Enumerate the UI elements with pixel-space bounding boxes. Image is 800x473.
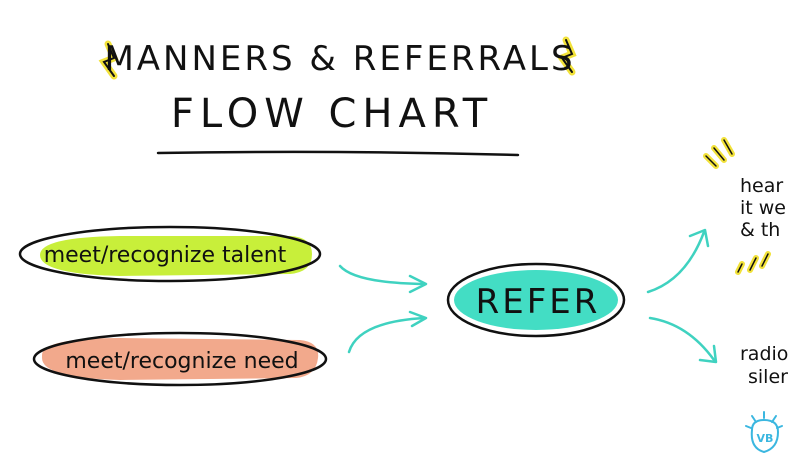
input-node-talent: meet/recognize talent (18, 225, 322, 283)
outcome-top-line-2: it we (740, 197, 786, 219)
refer-outline (446, 262, 626, 338)
need-highlight (42, 338, 319, 380)
outcome-bottom: radio siler (740, 343, 788, 388)
outcome-emphasis-bottom-ink (737, 253, 769, 273)
outcome-emphasis-top-ink (705, 139, 733, 167)
title-accent-right-ink (560, 39, 574, 73)
vb-logo: VB (745, 411, 783, 454)
talent-highlight (40, 236, 312, 276)
chart-title: MANNERS & REFERRALS (104, 39, 575, 79)
arrow-need-to-refer (347, 310, 428, 354)
outcome-top-line-1: hear (740, 175, 783, 197)
talent-outline (18, 225, 322, 283)
title-accent-left-ink (102, 43, 116, 77)
outcome-top-line-3: & th (740, 219, 780, 241)
need-label: meet/recognize need (65, 349, 298, 374)
need-outline (32, 331, 328, 387)
refer-node: REFER (446, 262, 626, 338)
refer-label: REFER (476, 282, 601, 322)
vb-logo-text: VB (757, 432, 774, 445)
refer-fill (454, 270, 618, 330)
arrow-talent-to-refer (338, 264, 428, 294)
chart-subtitle: FLOW CHART (171, 91, 493, 137)
input-node-need: meet/recognize need (32, 331, 328, 387)
outcome-bottom-line-2: siler (748, 366, 788, 388)
arrow-refer-to-outcome-bottom (648, 316, 718, 364)
outcome-bottom-line-1: radio (740, 343, 788, 365)
talent-label: meet/recognize talent (44, 243, 287, 268)
title-underline (156, 150, 520, 157)
outcome-top: hear it we & th (740, 175, 786, 241)
arrow-refer-to-outcome-top (646, 228, 710, 294)
